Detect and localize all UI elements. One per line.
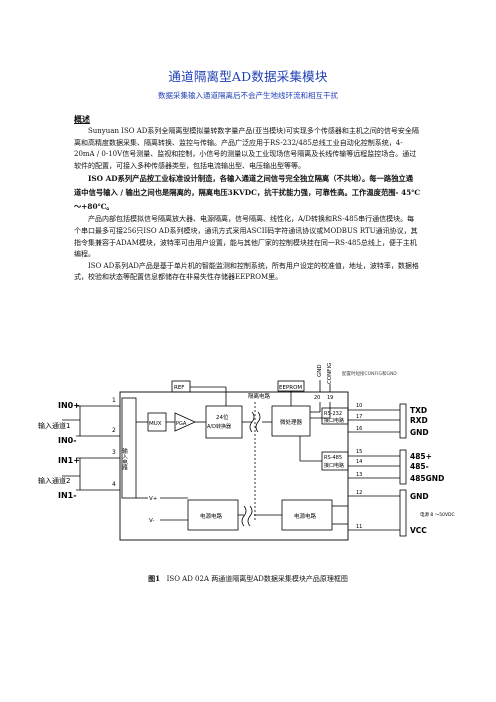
adc-box xyxy=(205,405,243,439)
overview-body: Sunyuan ISO AD系列全隔离型模拟量转数字量产品(亚当模块)可实现多个… xyxy=(74,126,420,284)
pin-14: 14 xyxy=(356,459,362,465)
eeprom-label: EEPROM xyxy=(279,385,302,391)
pin-16: 16 xyxy=(356,426,362,432)
adc-label-line2: A/D转换器 xyxy=(207,423,231,430)
rs232-label-line2: 接口电路 xyxy=(324,417,344,424)
ref-label: REF xyxy=(174,385,184,391)
vminus-label: V- xyxy=(149,518,154,524)
terminal-gnd-1: GND xyxy=(410,428,429,437)
pin-13: 13 xyxy=(356,472,362,478)
terminal-in0-minus: IN0- xyxy=(58,436,77,445)
rs485-label-line1: RS-485 xyxy=(324,455,342,461)
pin-17: 17 xyxy=(356,414,362,420)
pga-label: PGA xyxy=(176,421,187,427)
top-pin-19: 19 xyxy=(327,395,333,401)
vplus-label: V+ xyxy=(149,496,158,502)
pin-11: 11 xyxy=(356,524,362,530)
mcu-label: 微处理器 xyxy=(280,418,303,426)
power-circuit-left-label: 电源电路 xyxy=(200,512,223,520)
terminal-vcc: VCC xyxy=(410,526,427,535)
config-pin-label: CONFIG xyxy=(327,363,333,384)
pin-3: 3 xyxy=(112,449,116,456)
pin-10: 10 xyxy=(356,403,362,409)
paragraph-3: 产品内部包括模拟信号隔离放大器、电源隔离，信号隔离、线性化，A/D转换和RS-4… xyxy=(74,215,418,259)
pin-4: 4 xyxy=(112,481,116,488)
ref-box xyxy=(171,380,191,393)
section-heading-overview: 概述 xyxy=(74,114,90,124)
pga-amplifier xyxy=(174,412,196,432)
terminal-in1-plus: IN1+ xyxy=(58,456,80,465)
mux-label: MUX xyxy=(149,421,162,427)
power-circuit-right-label: 电源电路 xyxy=(294,512,317,520)
right-pin-numbers: 10 17 16 15 14 13 12 11 xyxy=(356,403,362,530)
terminal-rxd: RXD xyxy=(410,416,428,425)
paragraph-2: ISO AD系列产品按工业标准设计制造，各输入通道之间信号完全独立隔离（不共地）… xyxy=(74,174,421,212)
terminal-gnd-2: GND xyxy=(410,492,429,501)
input-channel-2-label: 输入通道2 xyxy=(38,476,70,485)
pin-12: 12 xyxy=(356,490,362,496)
mcu-box xyxy=(271,405,311,437)
figure-caption-text: ISO AD 02A 两通道隔离型AD数据采集模块产品原理框图 xyxy=(166,575,348,583)
config-note: 配置时短接CONFIG和GND xyxy=(342,370,397,377)
terminal-in0-plus: IN0+ xyxy=(58,401,80,410)
paragraph-1: Sunyuan ISO AD系列全隔离型模拟量转数字量产品(亚当模块)可实现多个… xyxy=(74,127,419,170)
paragraph-4: ISO AD系列AD产品是基于单片机的智能监测和控制系统，所有用户设定的校准值，… xyxy=(74,261,419,282)
pin-2: 2 xyxy=(112,427,116,434)
input-circuit-label: 输入电路 xyxy=(121,447,128,472)
document-title: 通道隔离型AD数据采集模块 xyxy=(168,69,328,84)
terminal-txd: TXD xyxy=(410,406,427,415)
right-terminal-labels: TXD RXD GND 485+ 485- 485GND GND VCC xyxy=(410,406,444,535)
input-channel-1-label: 输入通道1 xyxy=(38,421,70,430)
terminal-485-plus: 485+ xyxy=(410,452,432,461)
terminal-in1-minus: IN1- xyxy=(58,491,77,500)
isolation-label: 隔离电路 xyxy=(248,392,271,400)
document-subtitle: 数据采集输入通道隔离后不会产生地线环流和相互干扰 xyxy=(158,91,338,100)
adc-label-line1: 24位 xyxy=(216,413,229,421)
top-pin-20: 20 xyxy=(314,395,320,401)
input-circuit-box xyxy=(121,397,137,499)
pin-1: 1 xyxy=(112,397,116,404)
rs232-label-line1: RS-232 xyxy=(324,411,342,417)
rs232-box xyxy=(321,407,349,425)
pin-15: 15 xyxy=(356,449,362,455)
gnd-pin-label: GND xyxy=(317,364,323,377)
figure-caption-prefix: 图1 xyxy=(148,574,160,583)
power-note: 电源 8 ～50VDC xyxy=(420,511,455,518)
figure-caption: 图1 ISO AD 02A 两通道隔离型AD数据采集模块产品原理框图 xyxy=(0,574,496,584)
terminal-485gnd: 485GND xyxy=(410,474,444,483)
rs485-label-line2: 接口电路 xyxy=(324,462,344,469)
terminal-485-minus: 485- xyxy=(410,462,429,471)
